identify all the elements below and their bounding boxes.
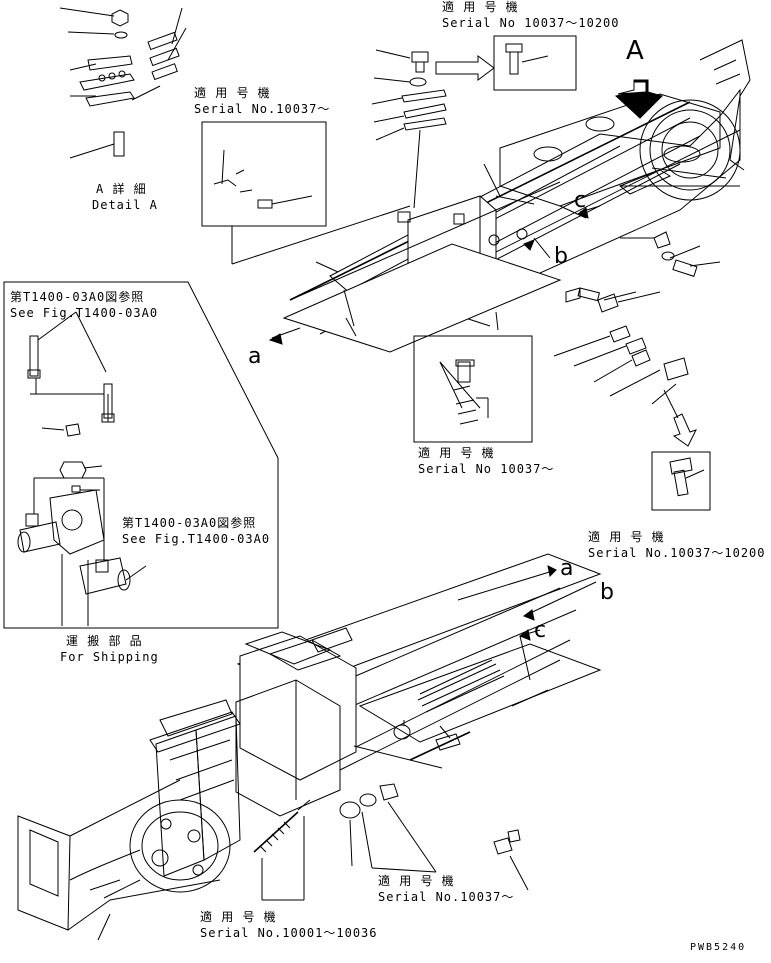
serial-bot-mid-range: Serial No.10037～ (378, 890, 515, 904)
right-fasteners (553, 231, 721, 447)
callout-b-lower: b (600, 580, 614, 605)
ref1-en: See Fig.T1400-03A0 (10, 306, 159, 320)
lower-boom (17, 553, 602, 941)
serial-box-mid (413, 335, 533, 443)
serial-mid-range: Serial No 10037～ (418, 462, 555, 476)
callout-A: A (626, 36, 644, 66)
serial-top-title: 適 用 号 機 (442, 0, 519, 14)
serial-top-range: Serial No 10037～10200 (442, 16, 620, 30)
detail-a-en: Detail A (92, 198, 158, 212)
serial-bot-left-range: Serial No.10001～10036 (200, 926, 378, 940)
callout-a-upper: a (248, 344, 262, 369)
serial-left-range: Serial No.10037～ (194, 102, 331, 116)
ref1-jp: 第T1400-03A0図参照 (10, 290, 145, 304)
serial-bot-left-title: 適 用 号 機 (200, 910, 277, 924)
shipping-box (3, 281, 279, 629)
serial-right-title: 適 用 号 機 (588, 530, 665, 544)
detail-a-assembly (59, 7, 187, 159)
serial-right-range: Serial No.10037～10200 (588, 546, 766, 560)
callout-b-upper: b (554, 244, 568, 269)
detail-a-jp: A 詳 細 (96, 182, 147, 196)
serial-left-title: 適 用 号 機 (194, 86, 271, 100)
sheet-a-upper (282, 181, 562, 353)
ref2-en: See Fig.T1400-03A0 (122, 532, 271, 546)
plate-stack (371, 49, 447, 209)
callout-c-lower: c (534, 618, 547, 643)
serial-box-right (651, 451, 711, 511)
serial-box-left (201, 121, 411, 265)
serial-mid-title: 適 用 号 機 (418, 446, 495, 460)
serial-bot-mid-title: 適 用 号 機 (378, 874, 455, 888)
callout-c-upper: c (574, 188, 587, 213)
ref2-jp: 第T1400-03A0図参照 (122, 516, 257, 530)
shipping-en: For Shipping (60, 650, 159, 664)
serial-box-top (435, 35, 577, 91)
arrow-a-icon (614, 79, 663, 119)
shipping-jp: 運 搬 部 品 (66, 634, 143, 648)
callout-a-lower: a (560, 556, 574, 581)
drawing-code: PWB5240 (690, 942, 747, 953)
lower-callout-arrows (268, 205, 601, 641)
